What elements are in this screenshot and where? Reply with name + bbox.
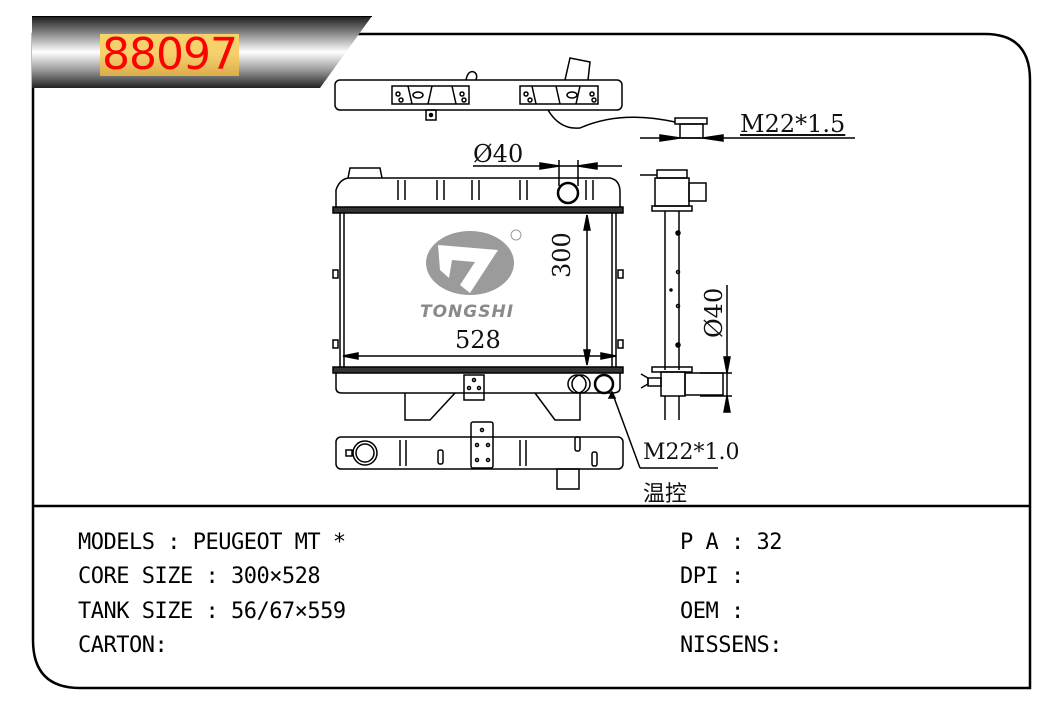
inlet-diameter-label: Ø40	[473, 140, 524, 168]
radiator-core	[332, 213, 624, 367]
radiator-front-top-tank	[332, 167, 624, 214]
core-width-label: 528	[455, 326, 501, 354]
part-number: 88097	[100, 29, 239, 80]
sensor-label: 温控	[643, 482, 688, 507]
spec-carton: CARTON:	[78, 633, 168, 658]
spec-pa: P A : 32	[680, 530, 782, 555]
spec-oem: OEM :	[680, 599, 744, 624]
spec-dpi: DPI :	[680, 564, 744, 589]
core-height-label: 300	[548, 232, 576, 278]
dimension-lines	[342, 160, 732, 469]
tongshi-logo	[426, 229, 522, 295]
spec-nissens: NISSENS:	[680, 633, 782, 658]
brand-logo-text: TONGSHI	[420, 302, 515, 322]
spec-core-size: CORE SIZE : 300×528	[78, 564, 321, 589]
sensor-thread-label: M22*1.0	[643, 440, 740, 465]
spec-tank-size: TANK SIZE : 56/67×559	[78, 599, 346, 624]
outlet-diameter-label: Ø40	[700, 287, 728, 338]
cap-thread-label: M22*1.5	[740, 110, 846, 138]
radiator-front-bottom-tank	[332, 366, 624, 421]
top-tank-top-view	[334, 57, 676, 129]
cap-fitting	[640, 117, 855, 142]
bottom-tank-top-view	[335, 421, 624, 490]
spec-models: MODELS : PEUGEOT MT *	[78, 530, 346, 555]
